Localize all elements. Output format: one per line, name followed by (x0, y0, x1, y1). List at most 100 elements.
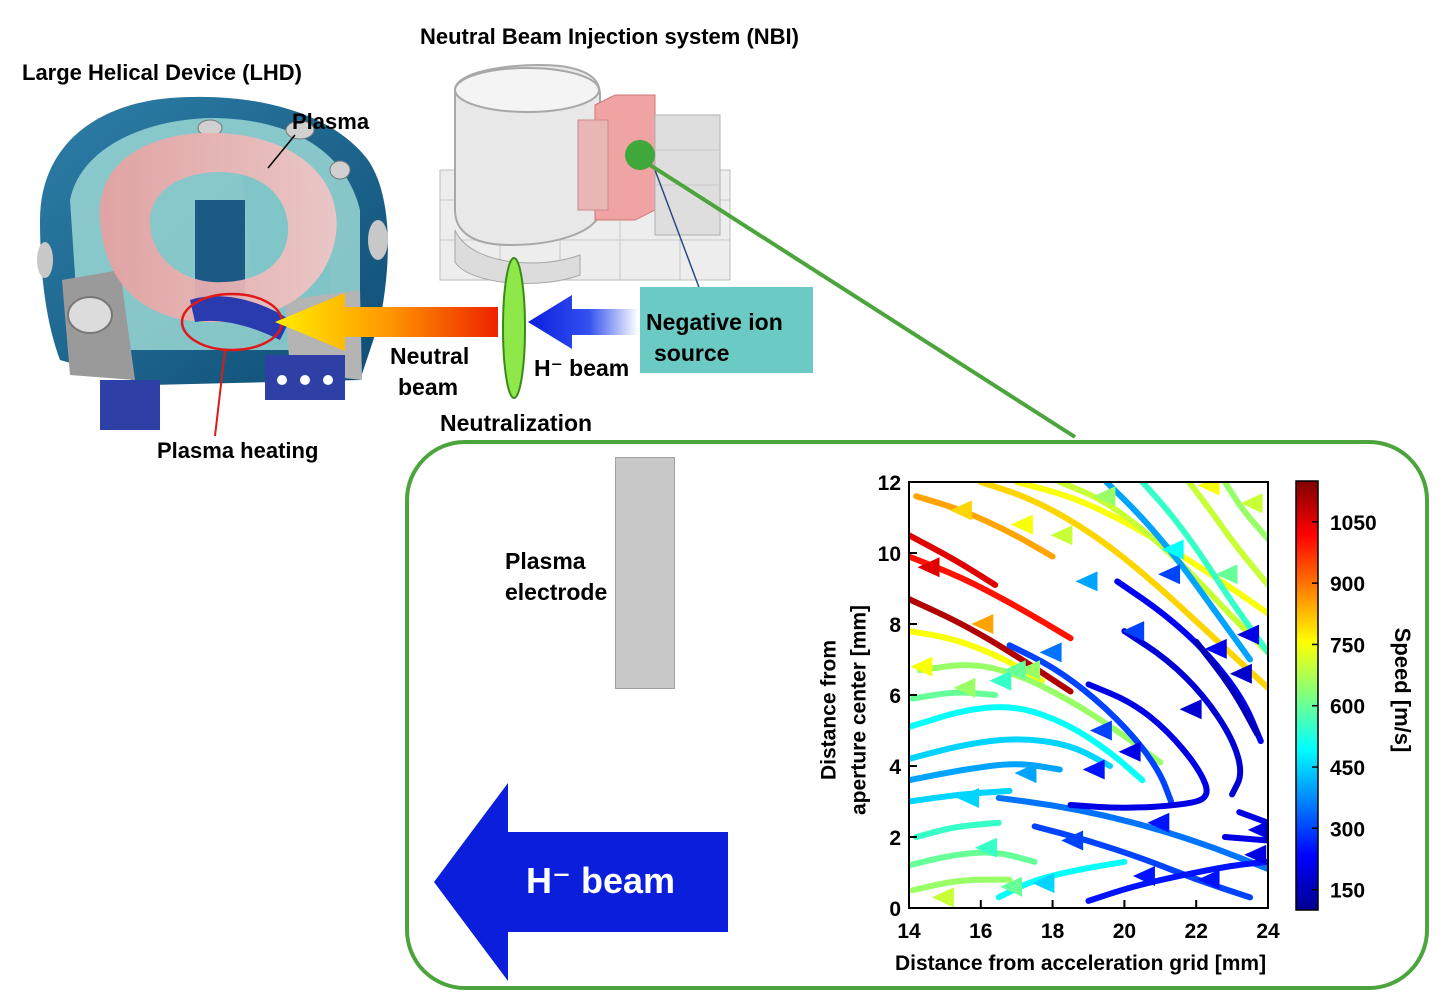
y-axis-label-line1: Distance from (817, 639, 841, 781)
flow-arrowhead-6 (1093, 486, 1116, 507)
flow-arrowhead-30 (1132, 866, 1155, 887)
flow-arrowhead-29 (1147, 812, 1170, 833)
flow-arrowhead-15 (1237, 624, 1260, 645)
h-beam-small-label: H⁻ beam (534, 355, 630, 381)
streamline-29 (1193, 638, 1261, 738)
y-tick-label: 12 (878, 472, 901, 495)
colorbar-tick-label: 150 (1330, 880, 1365, 903)
flow-arrowhead-16 (1039, 642, 1062, 663)
flow-arrowhead-22 (1179, 699, 1202, 720)
y-tick-label: 8 (889, 614, 901, 637)
y-tick-label: 4 (889, 756, 901, 779)
flow-arrowhead-24 (1118, 741, 1141, 762)
flow-arrowhead-12 (1122, 621, 1145, 642)
y-tick-label: 2 (889, 827, 901, 850)
flow-arrowhead-26 (1014, 763, 1037, 784)
flow-arrowhead-7 (1161, 539, 1184, 560)
streamline-14 (995, 794, 1268, 872)
streamline-21 (1103, 482, 1254, 663)
flow-arrowhead-18 (910, 656, 933, 677)
streamline-15 (1031, 823, 1254, 901)
flow-arrowhead-9 (1240, 493, 1263, 514)
neutral-beam-arrow (275, 293, 498, 351)
colorbar-tick-label: 300 (1330, 818, 1365, 841)
flow-arrowhead-11 (1075, 571, 1098, 592)
streamline-7 (909, 628, 1045, 684)
y-tick-label: 0 (889, 898, 901, 921)
neutralizer-cell (502, 257, 526, 399)
streamline-9 (909, 689, 999, 702)
y-axis-label-line2: aperture center [mm] (848, 604, 871, 816)
flow-arrowhead-23 (1229, 663, 1252, 684)
flow-arrowhead-0 (917, 557, 940, 578)
h-beam-big-label: H⁻ beam (526, 860, 676, 901)
negative-ion-source-box (640, 287, 813, 373)
streamline-3 (977, 482, 1268, 691)
flow-arrowhead-34 (974, 837, 997, 858)
flow-arrowhead-20 (1003, 660, 1026, 681)
negative-ion-source-label-line2: source (654, 340, 730, 366)
flow-arrowhead-31 (1197, 869, 1220, 890)
x-axis-label: Distance from acceleration grid [mm] (895, 952, 1267, 975)
flow-arrowhead-32 (1244, 844, 1267, 865)
flow-arrowhead-4 (1010, 514, 1033, 535)
x-tick-label: 22 (1185, 920, 1208, 943)
streamline-17 (909, 849, 1038, 869)
flow-arrowhead-36 (1032, 873, 1055, 894)
flow-arrowhead-28 (1061, 830, 1084, 851)
flow-arrowhead-21 (1089, 720, 1112, 741)
streamline-23 (1186, 482, 1268, 588)
flow-arrowhead-5 (1050, 525, 1073, 546)
flow-arrowhead-3 (949, 500, 972, 521)
flow-arrowhead-17 (989, 670, 1012, 691)
neutral-beam-label-line1: Neutral (390, 343, 470, 369)
h-beam-small-arrow (528, 295, 638, 349)
neutralization-label: Neutralization (440, 410, 593, 436)
flow-arrowhead-8 (1215, 564, 1238, 585)
lhd-title: Large Helical Device (LHD) (22, 60, 302, 85)
plasma-electrode-label-line1: Plasma (505, 548, 586, 574)
streamline-19 (995, 858, 1128, 901)
x-tick-label: 18 (1041, 920, 1065, 943)
streamline-31 (1221, 834, 1268, 844)
streamline-11 (909, 736, 1114, 769)
streamline-16 (913, 819, 1002, 840)
streamline-22 (1139, 482, 1268, 656)
colorbar-tick-label: 600 (1330, 696, 1365, 719)
streamline-30 (1236, 809, 1268, 826)
colorbar-tick-label: 1050 (1330, 512, 1377, 535)
flow-arrowhead-19 (953, 677, 976, 698)
plasma-electrode-plate (615, 457, 675, 689)
x-tick-label: 16 (969, 920, 992, 943)
streamline-13 (909, 787, 1013, 805)
flow-arrowhead-14 (1204, 638, 1227, 659)
negative-ion-source-label-line1: Negative ion (646, 309, 783, 335)
y-tick-label: 6 (889, 685, 901, 708)
streamline-27 (1121, 628, 1244, 798)
streamline-2 (909, 532, 999, 588)
colorbar-tick-label: 900 (1330, 573, 1365, 596)
colorbar (1295, 480, 1319, 911)
flow-arrowhead-27 (957, 787, 980, 808)
streamline-5 (1013, 482, 1268, 617)
flow-arrowhead-37 (931, 887, 954, 908)
y-tick-label: 10 (878, 543, 901, 566)
flow-arrowhead-13 (1158, 564, 1181, 585)
flow-arrowhead-10 (1197, 482, 1220, 496)
streamline-24 (1221, 482, 1268, 542)
colorbar-tick-label: 750 (1330, 634, 1365, 657)
streamline-26 (1067, 681, 1210, 811)
plasma-electrode-label-line2: electrode (505, 579, 608, 605)
x-tick-label: 24 (1256, 920, 1280, 943)
flow-arrowhead-25 (1082, 759, 1105, 780)
streamline-0 (909, 596, 1074, 695)
plasma-heating-label: Plasma heating (157, 438, 319, 463)
streamline-1 (909, 553, 1074, 642)
colorbar-tick-label: 450 (1330, 757, 1365, 780)
x-tick-label: 14 (897, 920, 921, 943)
flow-arrowhead-1 (971, 614, 994, 634)
